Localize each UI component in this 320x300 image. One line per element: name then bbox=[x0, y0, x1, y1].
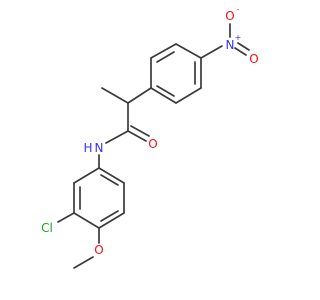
ring2-bond bbox=[98, 212, 125, 229]
molecule-structure: N + O - O O N H Cl O bbox=[41, 5, 259, 269]
ring2-double-bond bbox=[100, 174, 119, 186]
bond-carbonyl-n bbox=[105, 130, 129, 144]
amide-nitrogen-label: N bbox=[95, 141, 104, 155]
ring1-bond bbox=[175, 43, 202, 59]
bond-carbonyl-o bbox=[127, 130, 147, 142]
amide-hydrogen-label: H bbox=[83, 141, 92, 155]
ring1-bond bbox=[150, 87, 177, 104]
bond-methoxy-methyl bbox=[73, 256, 94, 269]
ring1-double-bond bbox=[156, 51, 175, 63]
nitro-oxygen-single-label: O bbox=[225, 9, 234, 23]
chlorine-label: Cl bbox=[41, 221, 53, 235]
nitro-oxygen-double-label: O bbox=[249, 52, 258, 66]
bond-methyl-alpha bbox=[101, 87, 129, 104]
bond-nitro-o-double bbox=[237, 42, 250, 51]
bond-ring-chlorine bbox=[57, 212, 75, 223]
nitro-oxygen-charge: - bbox=[237, 5, 240, 14]
ring2-bond bbox=[73, 167, 100, 184]
methoxy-oxygen-label: O bbox=[94, 243, 103, 257]
ring2-double-bond bbox=[100, 210, 119, 222]
ring2-bond bbox=[98, 167, 125, 184]
bond-alpha-ring bbox=[127, 87, 152, 104]
bond-carbonyl-o bbox=[130, 125, 150, 137]
ring2-bond bbox=[73, 212, 100, 229]
bond-nitro-o-double bbox=[234, 47, 247, 56]
nitro-nitrogen-label: N bbox=[226, 38, 235, 52]
atom-labels: N + O - O O N H Cl O bbox=[41, 5, 259, 257]
bonds bbox=[57, 23, 250, 269]
bond-ring-nitro bbox=[200, 45, 223, 59]
ring1-bond bbox=[150, 43, 177, 59]
ring1-bond bbox=[175, 87, 202, 104]
amide-oxygen-label: O bbox=[148, 137, 157, 151]
ring1-double-bond bbox=[156, 85, 175, 97]
nitro-nitrogen-charge: + bbox=[235, 33, 242, 42]
